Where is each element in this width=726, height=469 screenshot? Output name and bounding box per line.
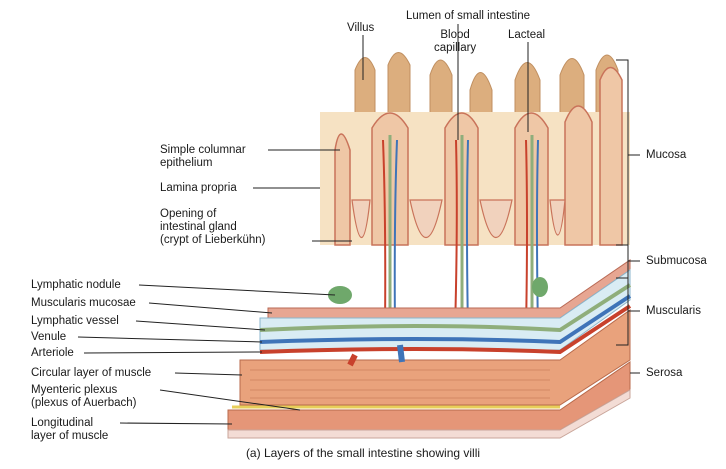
myenteric-plexus-label: Myenteric plexus (plexus of Auerbach) [31,384,137,409]
figure-caption: (a) Layers of the small intestine showin… [245,446,481,460]
serosa-label: Serosa [646,367,683,379]
arteriole [259,304,632,355]
submucosa-label: Submucosa [646,255,707,267]
mucosa-label: Mucosa [646,149,687,161]
arteriole-label: Arteriole [31,347,74,359]
lamina-propria-label: Lamina propria [160,182,237,194]
lumen-label: Lumen of small intestine [406,10,531,22]
opening-gland-label: Opening of intestinal gland (crypt of Li… [160,208,266,246]
lymphatic-nodule-label: Lymphatic nodule [31,279,121,291]
circular-muscle-layer [239,309,631,406]
muscularis-label: Muscularis [646,305,701,317]
lymphatic-nodule [328,286,352,304]
right-brackets [616,59,640,374]
blood-capillary-label: Blood capillary [434,29,477,54]
villus-vessels [382,135,539,331]
simple-columnar-label: Simple columnar epithelium [160,144,246,169]
venule-label: Venule [31,331,67,343]
lacteal-label: Lacteal [508,29,546,41]
venule [259,294,632,345]
arteriole-branch [347,353,358,367]
muscularis-mucosae-label: Muscularis mucosae [31,297,136,309]
lymphatic-vessel [259,283,632,333]
intestinal-glands [351,199,566,238]
villus-label: Villus [347,22,375,34]
muscle-texture [250,369,550,399]
circular-muscle-label: Circular layer of muscle [31,367,152,379]
top-leader-lines [362,24,529,140]
longitudinal-muscle-label: Longitudinal layer of muscle [31,417,109,442]
lymphatic-nodule-2 [532,277,548,297]
serosa-layer [227,389,631,439]
venule-branch [397,344,405,363]
left-leader-lines [77,149,352,425]
lymphatic-vessel-label: Lymphatic vessel [31,315,119,327]
